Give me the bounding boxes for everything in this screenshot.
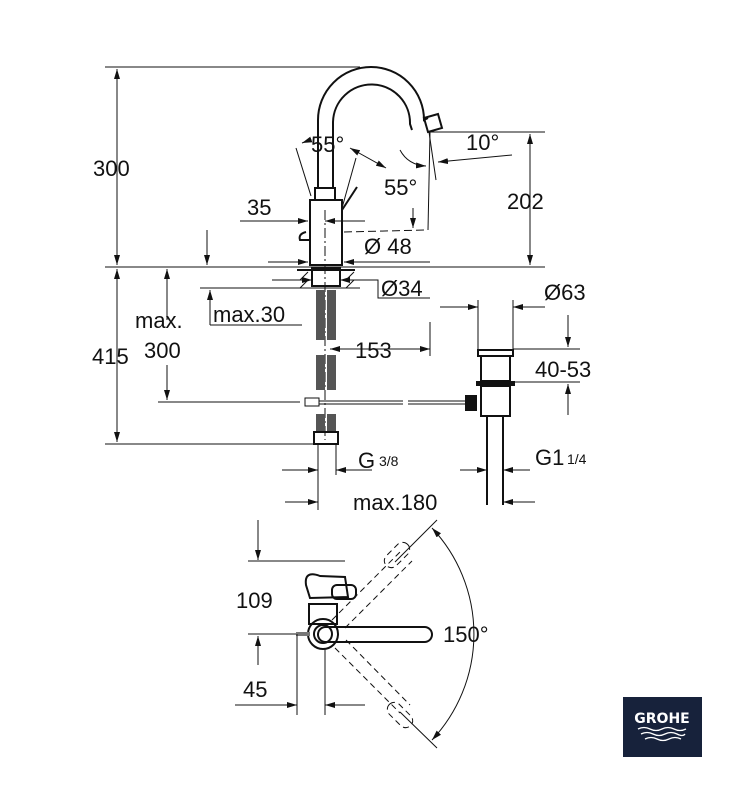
label-202: 202 [507,189,544,214]
label-35: 35 [247,195,271,220]
label-max30: max.30 [213,302,285,327]
label-45: 45 [243,677,267,702]
label-d48: Ø 48 [364,234,412,259]
lever [317,626,433,643]
plan-view [235,519,475,749]
label-d34: Ø34 [381,276,423,301]
label-g1: G1 [535,445,564,470]
label-10: 10° [466,130,499,155]
label-300: 300 [93,156,130,181]
label-d63: Ø63 [544,280,586,305]
label-153: 153 [355,338,392,363]
label-40-53: 40-53 [535,357,591,382]
grohe-logo: GROHE [623,697,702,757]
label-max300: 300 [144,338,181,363]
rotation-arc [431,527,475,741]
label-55-front: 55° [311,132,344,157]
svg-text:GROHE: GROHE [634,711,689,727]
label-55-back: 55° [384,175,417,200]
label-g-fraction: 3/8 [379,453,399,469]
label-max180: max.180 [353,490,437,515]
waves-icon [637,726,687,742]
label-max: max. [135,308,183,333]
label-415: 415 [92,344,129,369]
drain-assembly [476,349,515,505]
supply-hoses [313,290,339,445]
label-g: G [358,448,375,473]
side-view [105,66,580,510]
label-150: 150° [443,622,489,647]
label-g1-fraction: 1/4 [567,451,587,467]
label-109: 109 [236,588,273,613]
